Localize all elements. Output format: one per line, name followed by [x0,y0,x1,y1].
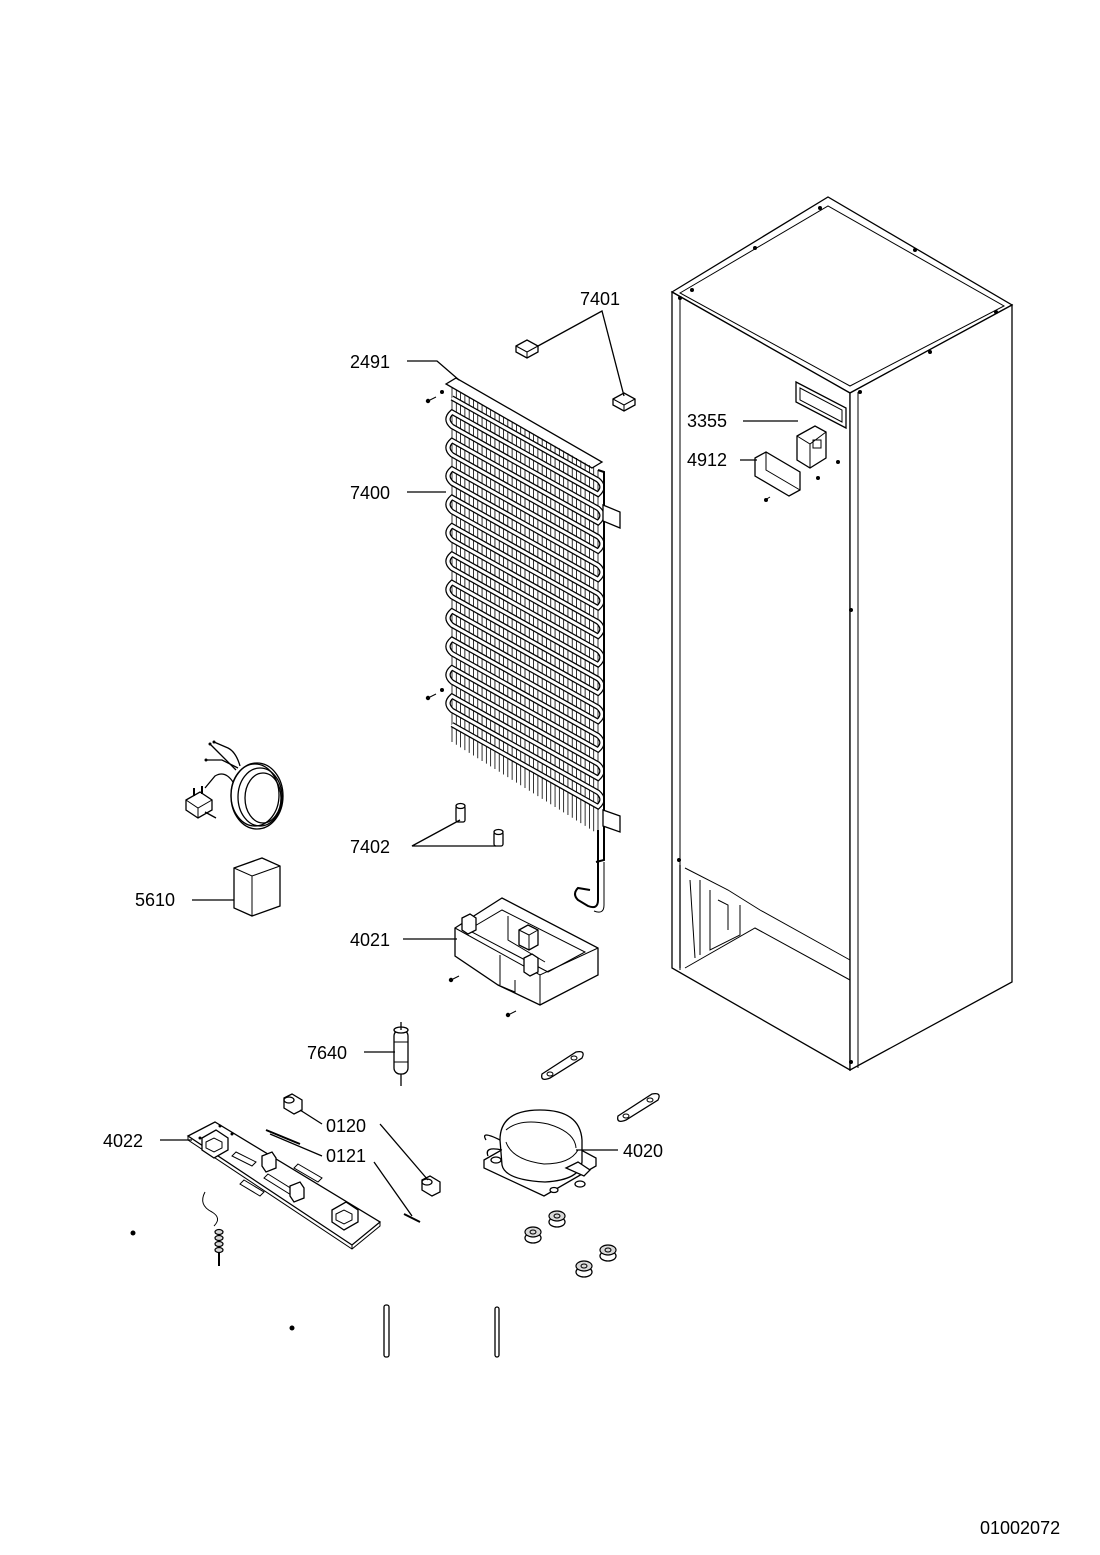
part-4912-bracket [754,451,801,502]
label-5610: 5610 [135,890,175,910]
label-4020: 4020 [623,1141,663,1161]
leader-lines [160,310,798,1217]
cabinet-body [670,196,1014,1072]
label-2491: 2491 [350,352,390,372]
part-7402-spacer-a [455,802,466,823]
condenser-screw-top [425,390,444,404]
drawing-number: 01002072 [980,1518,1060,1538]
condenser-screw-mid [425,688,444,701]
power-cord [185,740,284,830]
label-7401: 7401 [580,289,620,309]
part-0121-tube-a [265,1129,301,1145]
part-7400-condenser [425,377,621,913]
part-7401-pad-b [612,392,636,412]
part-5610-box [233,857,281,917]
compressor-clip-b [617,1092,660,1122]
label-3355: 3355 [687,411,727,431]
rubber-foot-3 [599,1244,617,1262]
part-7401-pad-a [515,339,539,359]
part-4020-compressor [483,1109,597,1197]
label-4022: 4022 [103,1131,143,1151]
rubber-foot-2 [524,1226,542,1244]
condenser-coils [445,395,605,810]
part-0120-grommet-a [283,1093,303,1115]
bolt-stack [130,1191,295,1331]
rubber-foot-1 [548,1210,566,1228]
label-7402: 7402 [350,837,390,857]
part-0121-tube-b [403,1213,421,1223]
part-7402-spacer-b [493,828,504,847]
rubber-foot-4 [575,1260,593,1278]
part-0120-grommet-b [421,1175,441,1197]
pin-a [383,1304,390,1358]
label-0120: 0120 [326,1116,366,1136]
part-3355-thermostat [796,425,840,480]
part-4022-base-plate [186,1121,382,1250]
label-0121: 0121 [326,1146,366,1166]
label-7400: 7400 [350,483,390,503]
label-4912: 4912 [687,450,727,470]
label-7640: 7640 [307,1043,347,1063]
part-7640-filter-dryer [393,1022,409,1086]
compressor-clip-a [541,1050,584,1080]
pin-b [494,1306,500,1358]
label-4021: 4021 [350,930,390,950]
part-4021-drip-tray [448,897,599,1018]
